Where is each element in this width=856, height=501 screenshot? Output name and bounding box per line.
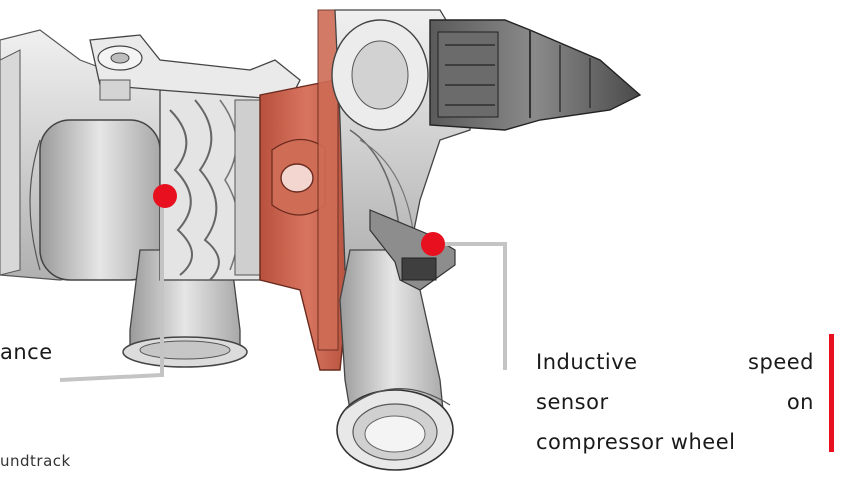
marker-speed-sensor-point: [421, 232, 445, 256]
outlet-pipe: [336, 249, 454, 471]
left-label-partial: ance: [0, 340, 53, 364]
label-word-inductive: Inductive: [536, 350, 638, 374]
label-word-sensor: sensor: [536, 390, 609, 414]
label-word-on: on: [786, 390, 814, 414]
speed-sensor-label-line1: Inductive speed: [536, 342, 814, 382]
compressor-inlet-housing: [0, 29, 201, 281]
speed-sensor-label-line3: compressor wheel: [536, 430, 736, 454]
accent-bar: [829, 334, 834, 452]
marker-left-measurement-point: [153, 184, 177, 208]
leader-line-left: [59, 197, 164, 382]
label-word-speed: speed: [748, 350, 814, 374]
leader-line-right: [433, 242, 507, 370]
speed-sensor-label: Inductive speed sensor on compressor whe…: [536, 342, 814, 462]
speed-sensor-label-line2: sensor on: [536, 382, 814, 422]
top-bracket: [89, 34, 301, 101]
compressor-wheel: [159, 89, 261, 281]
wastegate-actuator: [429, 19, 642, 131]
bottom-caption-partial: undtrack: [0, 452, 71, 470]
leader-lines: [59, 197, 507, 382]
bearing-housing: [259, 9, 356, 371]
